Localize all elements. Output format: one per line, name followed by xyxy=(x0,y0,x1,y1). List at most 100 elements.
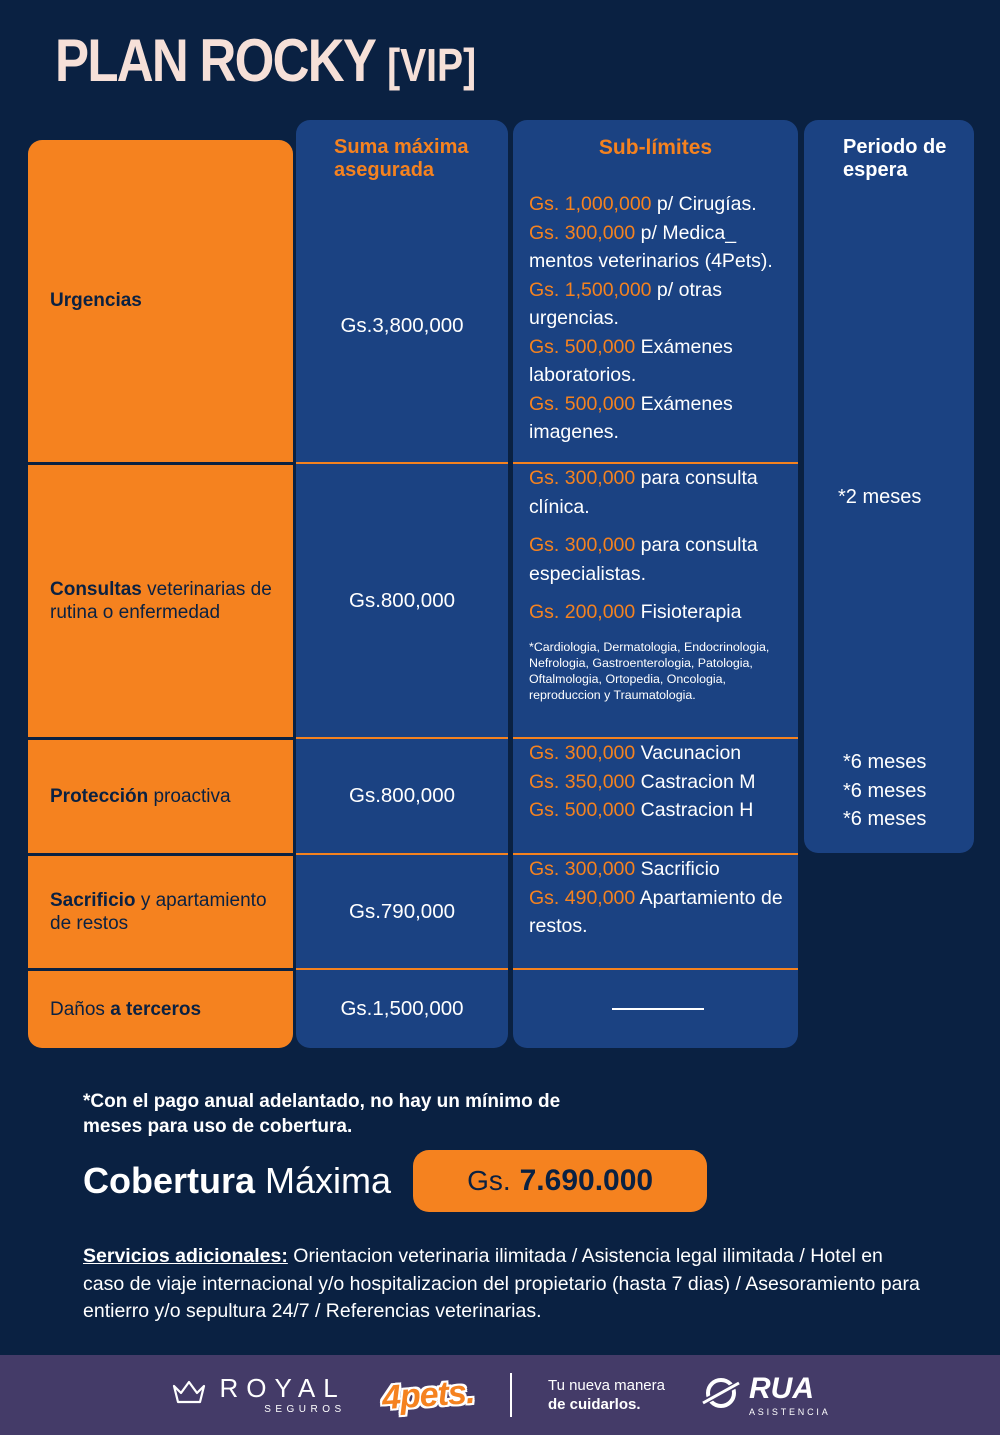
suma-consultas: Gs.800,000 xyxy=(296,462,508,737)
sublimit-line: Gs. 300,000 para consulta especialistas. xyxy=(529,531,786,588)
sublimit-line: Gs. 200,000 Fisioterapia xyxy=(529,598,786,627)
rua-subtitle: ASISTENCIA xyxy=(748,1406,831,1417)
suma-column: Suma máxima asegurada Gs.3,800,000 Gs.80… xyxy=(296,120,508,1048)
row-label-rest: Daños xyxy=(50,998,111,1020)
sublimit-text: Apartamiento de restos. xyxy=(529,886,783,938)
row-label-urgencias: Urgencias xyxy=(28,140,293,462)
sublimit-amount: Gs. 300,000 xyxy=(529,742,636,764)
coverage-amount: 7.690.000 xyxy=(519,1164,654,1197)
sublimit-text: para consulta clínica. xyxy=(529,467,758,518)
sublimit-line: Gs. 500,000 Exámenes laboratorios. xyxy=(529,333,786,390)
sublimit-line: Gs. 300,000 para consulta clínica. xyxy=(529,464,786,521)
sublimit-text: p/ Cirugías. xyxy=(651,193,757,215)
rua-text: RUA ASISTENCIA xyxy=(748,1371,831,1417)
sublimit-amount: Gs. 300,000 xyxy=(529,221,636,244)
column-header-sublimites: Sub-límites xyxy=(598,136,713,159)
sublimits-proteccion: Gs. 300,000 Vacunacion Gs. 350,000 Castr… xyxy=(513,737,798,853)
currency-prefix: Gs. xyxy=(467,1165,511,1196)
row-label-bold: Protección xyxy=(50,785,149,807)
specialists-footnote: *Cardiologia, Dermatologia, Endocrinolog… xyxy=(529,639,770,702)
coverage-max: Cobertura Máxima Gs. 7.690.000 xyxy=(83,1150,708,1212)
coverage-label: Cobertura Máxima xyxy=(83,1160,391,1202)
sublimit-amount: Gs. 490,000 xyxy=(529,886,636,909)
sublimit-text: Castracion M xyxy=(635,770,756,793)
tagline: Tu nueva manera de cuidarlos. xyxy=(548,1376,665,1415)
sublimit-amount: Gs. 500,000 xyxy=(529,392,636,415)
sublimit-amount: Gs. 300,000 xyxy=(529,467,636,489)
sublimit-amount: Gs. 300,000 xyxy=(529,858,636,880)
plan-name: PLAN ROCKY xyxy=(55,27,377,94)
footer-divider xyxy=(509,1373,512,1417)
sublimit-line: Gs. 500,000 Exámenes imagenes. xyxy=(529,390,786,447)
sublimits-column: Sub-límites Gs. 1,000,000 p/ Cirugías. G… xyxy=(513,120,798,1048)
row-label-bold: Urgencias xyxy=(50,290,142,312)
additional-services: Servicios adicionales: Orientacion veter… xyxy=(83,1243,929,1326)
column-header-periodo: Periodo de espera xyxy=(843,136,947,181)
sublimit-text: Exámenes imagenes. xyxy=(529,392,733,444)
row-label-text: Sacrificio y apartamiento de restos xyxy=(50,889,277,935)
sublimit-line: Gs. 1,500,000 p/ otras urgencias. xyxy=(529,276,786,333)
sublimit-line: Gs. 300,000 Vacunacion xyxy=(529,739,786,768)
row-label-rest: y apartamiento de restos xyxy=(50,889,267,934)
suma-danos: Gs.1,500,000 xyxy=(296,968,508,1048)
row-label-bold: Consultas xyxy=(50,578,142,600)
wait-consultas: *2 meses xyxy=(838,486,922,508)
row-label-bold: a terceros xyxy=(110,998,202,1020)
services-text: Orientacion veterinaria ilimitada / Asis… xyxy=(83,1245,920,1323)
sublimit-line: Gs. 1,000,000 p/ Cirugías. xyxy=(529,190,786,219)
wait-proteccion: *6 meses *6 meses *6 meses xyxy=(843,748,926,834)
coverage-label-rest: Máxima xyxy=(255,1160,392,1201)
royal-logo: ROYAL SEGUROS xyxy=(169,1375,345,1415)
sublimit-amount: Gs. 350,000 xyxy=(529,770,636,793)
services-label: Servicios adicionales: xyxy=(83,1245,288,1267)
coverage-label-bold: Cobertura xyxy=(83,1160,256,1201)
page-title: PLAN ROCKY[VIP] xyxy=(55,26,476,95)
plan-badge: [VIP] xyxy=(387,39,477,91)
sublimit-line: Gs. 350,000 Castracion M xyxy=(529,768,786,797)
coverage-amount-pill: Gs. 7.690.000 xyxy=(413,1150,708,1212)
sublimit-amount: Gs. 300,000 xyxy=(529,534,636,556)
row-label-text: Protección proactiva xyxy=(50,785,231,808)
row-label-rest: veterinarias de rutina o enfermedad xyxy=(50,578,272,623)
rua-logo: RUA ASISTENCIA xyxy=(701,1373,831,1418)
suma-urgencias: Gs.3,800,000 xyxy=(340,314,464,337)
sublimit-text: Exámenes laboratorios. xyxy=(529,335,733,387)
sublimit-line: Gs. 300,000 Sacrificio xyxy=(529,855,786,884)
waiting-period-column: Periodo de espera *2 meses *6 meses *6 m… xyxy=(804,120,974,853)
sublimit-text: Castracion H xyxy=(635,799,754,821)
sublimit-text: p/ Medica_​mentos veterinarios (4Pets). xyxy=(529,221,773,273)
sublimit-text: Sacrificio xyxy=(635,858,720,880)
tagline-line1: Tu nueva manera xyxy=(547,1376,665,1394)
sublimit-line: Gs. 490,000 Apartamiento de restos. xyxy=(529,884,786,941)
row-label-proteccion: Protección proactiva xyxy=(28,737,293,853)
sublimits-urgencias: Gs. 1,000,000 p/ Cirugías. Gs. 300,000 p… xyxy=(513,190,798,462)
wait-line: *6 meses xyxy=(843,779,927,802)
footer-bar: ROYAL SEGUROS 4pets. Tu nueva manera de … xyxy=(0,1355,1000,1435)
rua-name: RUA xyxy=(748,1371,814,1405)
row-label-text: Consultas veterinarias de rutina o enfer… xyxy=(50,578,277,624)
sublimit-text: Vacunacion xyxy=(635,742,742,764)
sublimit-amount: Gs. 200,000 xyxy=(529,601,636,623)
royal-name: ROYAL xyxy=(219,1373,346,1403)
row-label-consultas: Consultas veterinarias de rutina o enfer… xyxy=(28,462,293,737)
sublimit-text: para consulta especialistas. xyxy=(529,534,758,585)
sublimits-consultas: Gs. 300,000 para consulta clínica. Gs. 3… xyxy=(513,462,798,737)
sublimit-text: Fisioterapia xyxy=(635,601,742,623)
sublimit-line: Gs. 300,000 p/ Medica_​mentos veterinari… xyxy=(529,219,786,276)
column-header-suma: Suma máxima asegurada xyxy=(334,136,469,181)
row-label-text: Urgencias xyxy=(50,289,142,312)
sublimit-amount: Gs. 500,000 xyxy=(529,799,636,821)
orbit-icon xyxy=(701,1373,741,1418)
row-label-danos: Daños a terceros xyxy=(28,968,293,1048)
suma-sacrificio: Gs.790,000 xyxy=(296,853,508,968)
category-column: Urgencias Consultas veterinarias de ruti… xyxy=(28,140,293,1048)
4pets-logo: 4pets. xyxy=(380,1372,476,1417)
wait-line: *6 meses xyxy=(843,808,927,830)
sublimit-amount: Gs. 1,500,000 xyxy=(529,278,652,301)
sublimit-line: Gs. 500,000 Castracion H xyxy=(529,796,786,825)
row-label-rest: proactiva xyxy=(148,785,231,807)
row-label-bold: Sacrificio xyxy=(50,889,136,911)
wait-line: *6 meses xyxy=(843,751,927,773)
royal-subtitle: SEGUROS xyxy=(264,1404,346,1415)
